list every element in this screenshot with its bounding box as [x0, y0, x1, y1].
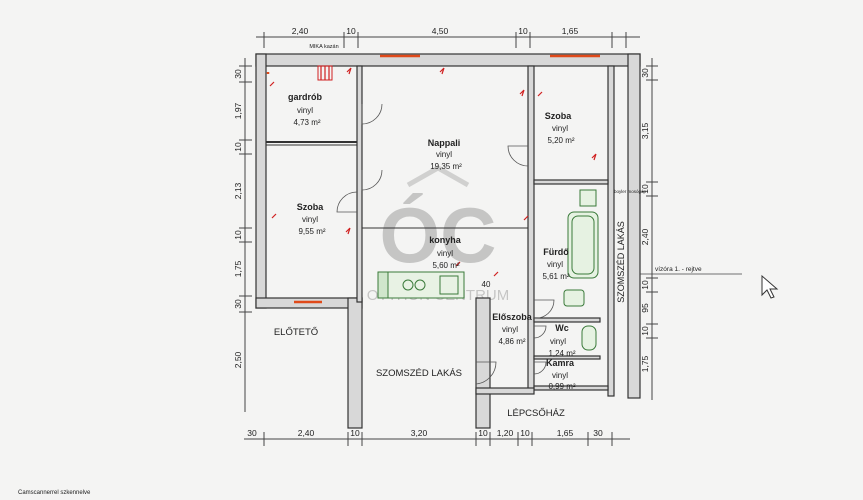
- dim-right-0: 30: [640, 68, 650, 78]
- room-area: 0,99 m²: [548, 382, 575, 391]
- walls: [255, 53, 641, 429]
- room-area: 4,86 m²: [498, 337, 525, 346]
- room-nappali: Nappali vinyl 19,35 m²: [428, 138, 462, 171]
- dim-top-0: 2,40: [292, 26, 309, 36]
- dim-left-2: 10: [233, 142, 243, 152]
- dim-left-0: 30: [233, 69, 243, 79]
- dim-bottom-0: 30: [247, 428, 257, 438]
- dim-right-3: 2,40: [640, 228, 650, 245]
- neighbor-apartment-label: SZOMSZÉD LAKÁS: [376, 368, 462, 379]
- left-dimension-line: 30 1,97 10 2,13 10 1,75 30 2,50: [233, 58, 252, 412]
- windows: [266, 54, 600, 304]
- dim-bottom-2: 10: [350, 428, 360, 438]
- room-area: 19,35 m²: [430, 162, 462, 171]
- dim-bottom-3: 3,20: [411, 428, 428, 438]
- room-szoba-left: Szoba vinyl 9,55 m²: [297, 202, 326, 236]
- room-name: gardrób: [288, 92, 323, 102]
- room-name: Fürdő: [543, 247, 569, 257]
- room-eloszoba: Előszoba vinyl 4,86 m²: [492, 312, 533, 346]
- boiler-label: boyler mosógép: [614, 189, 647, 194]
- dim-bottom-7: 1,65: [557, 428, 574, 438]
- dim-left-5: 1,75: [233, 260, 243, 277]
- dim-left-3: 2,13: [233, 182, 243, 199]
- dim-right-6: 10: [640, 326, 650, 336]
- room-area: 9,55 m²: [298, 227, 325, 236]
- room-floor: vinyl: [502, 325, 518, 334]
- top-dimension-line: 2,40 10 4,50 10 1,65: [256, 26, 640, 48]
- mouse-cursor-icon: [761, 274, 779, 299]
- room-name: Szoba: [545, 111, 572, 121]
- dim-bottom-5: 1,20: [497, 428, 514, 438]
- dim-top-3: 10: [518, 26, 528, 36]
- right-dimension-line: 30 3,15 10 2,40 10 95 10 1,75: [640, 58, 658, 400]
- room-area: 5,61 m²: [542, 272, 569, 281]
- dim-bottom-6: 10: [520, 428, 530, 438]
- room-name: Kamra: [546, 358, 575, 368]
- room-area: 5,60 m²: [432, 261, 459, 270]
- room-szoba-right: Szoba vinyl 5,20 m²: [545, 111, 575, 145]
- dim-left-4: 10: [233, 230, 243, 240]
- dim-top-4: 1,65: [562, 26, 579, 36]
- dim-right-7: 1,75: [640, 355, 650, 372]
- neighbor-apartment-right-label: SZOMSZÉD LAKÁS: [616, 221, 626, 303]
- room-floor: vinyl: [552, 371, 568, 380]
- room-name: Előszoba: [492, 312, 533, 322]
- room-name: Nappali: [428, 138, 461, 148]
- water-meter-label: vízóra 1. - rejtve: [655, 266, 702, 273]
- dim-top-1: 10: [346, 26, 356, 36]
- room-name: Wc: [555, 323, 569, 333]
- doors: [336, 103, 555, 385]
- stairwell-label: LÉPCSŐHÁZ: [507, 408, 565, 419]
- eloteto-label: ELŐTETŐ: [274, 327, 318, 338]
- room-area: 4,73 m²: [293, 118, 320, 127]
- dim-right-2: 10: [640, 184, 650, 194]
- bottom-dimension-line: 30 2,40 10 3,20 10 1,20 10 1,65 30: [244, 428, 630, 446]
- room-floor: vinyl: [550, 337, 566, 346]
- dim-inner-40: 40: [482, 280, 491, 289]
- dim-left-6: 30: [233, 299, 243, 309]
- room-gardrob: gardrób vinyl 4,73 m²: [288, 92, 323, 127]
- room-floor: vinyl: [437, 249, 453, 258]
- room-furdo: Fürdő vinyl 5,61 m²: [542, 247, 569, 281]
- room-name: konyha: [429, 235, 462, 245]
- dim-bottom-8: 30: [593, 428, 603, 438]
- dim-bottom-1: 2,40: [298, 428, 315, 438]
- room-wc: Wc vinyl 1,24 m²: [548, 323, 575, 358]
- dim-left-7: 2,50: [233, 351, 243, 368]
- room-floor: vinyl: [552, 124, 568, 133]
- scanner-footer: Camscannerrel szkennelve: [18, 490, 91, 496]
- dim-right-4: 10: [640, 280, 650, 290]
- room-name: Szoba: [297, 202, 324, 212]
- mika-label: MIKA kazán: [309, 44, 338, 50]
- watermark-logo-text: ÓC: [380, 191, 497, 279]
- room-kamra: Kamra vinyl 0,99 m²: [546, 358, 576, 391]
- room-floor: vinyl: [302, 215, 318, 224]
- dim-right-5: 95: [640, 303, 650, 313]
- dim-bottom-4: 10: [478, 428, 488, 438]
- room-floor: vinyl: [436, 150, 452, 159]
- room-konyha: konyha vinyl 5,60 m²: [429, 235, 462, 270]
- room-floor: vinyl: [547, 260, 563, 269]
- fixtures: [269, 65, 599, 351]
- dim-right-1: 3,15: [640, 122, 650, 139]
- dim-left-1: 1,97: [233, 102, 243, 119]
- room-area: 1,24 m²: [548, 349, 575, 358]
- dim-top-2: 4,50: [432, 26, 449, 36]
- room-area: 5,20 m²: [547, 136, 574, 145]
- room-floor: vinyl: [297, 106, 313, 115]
